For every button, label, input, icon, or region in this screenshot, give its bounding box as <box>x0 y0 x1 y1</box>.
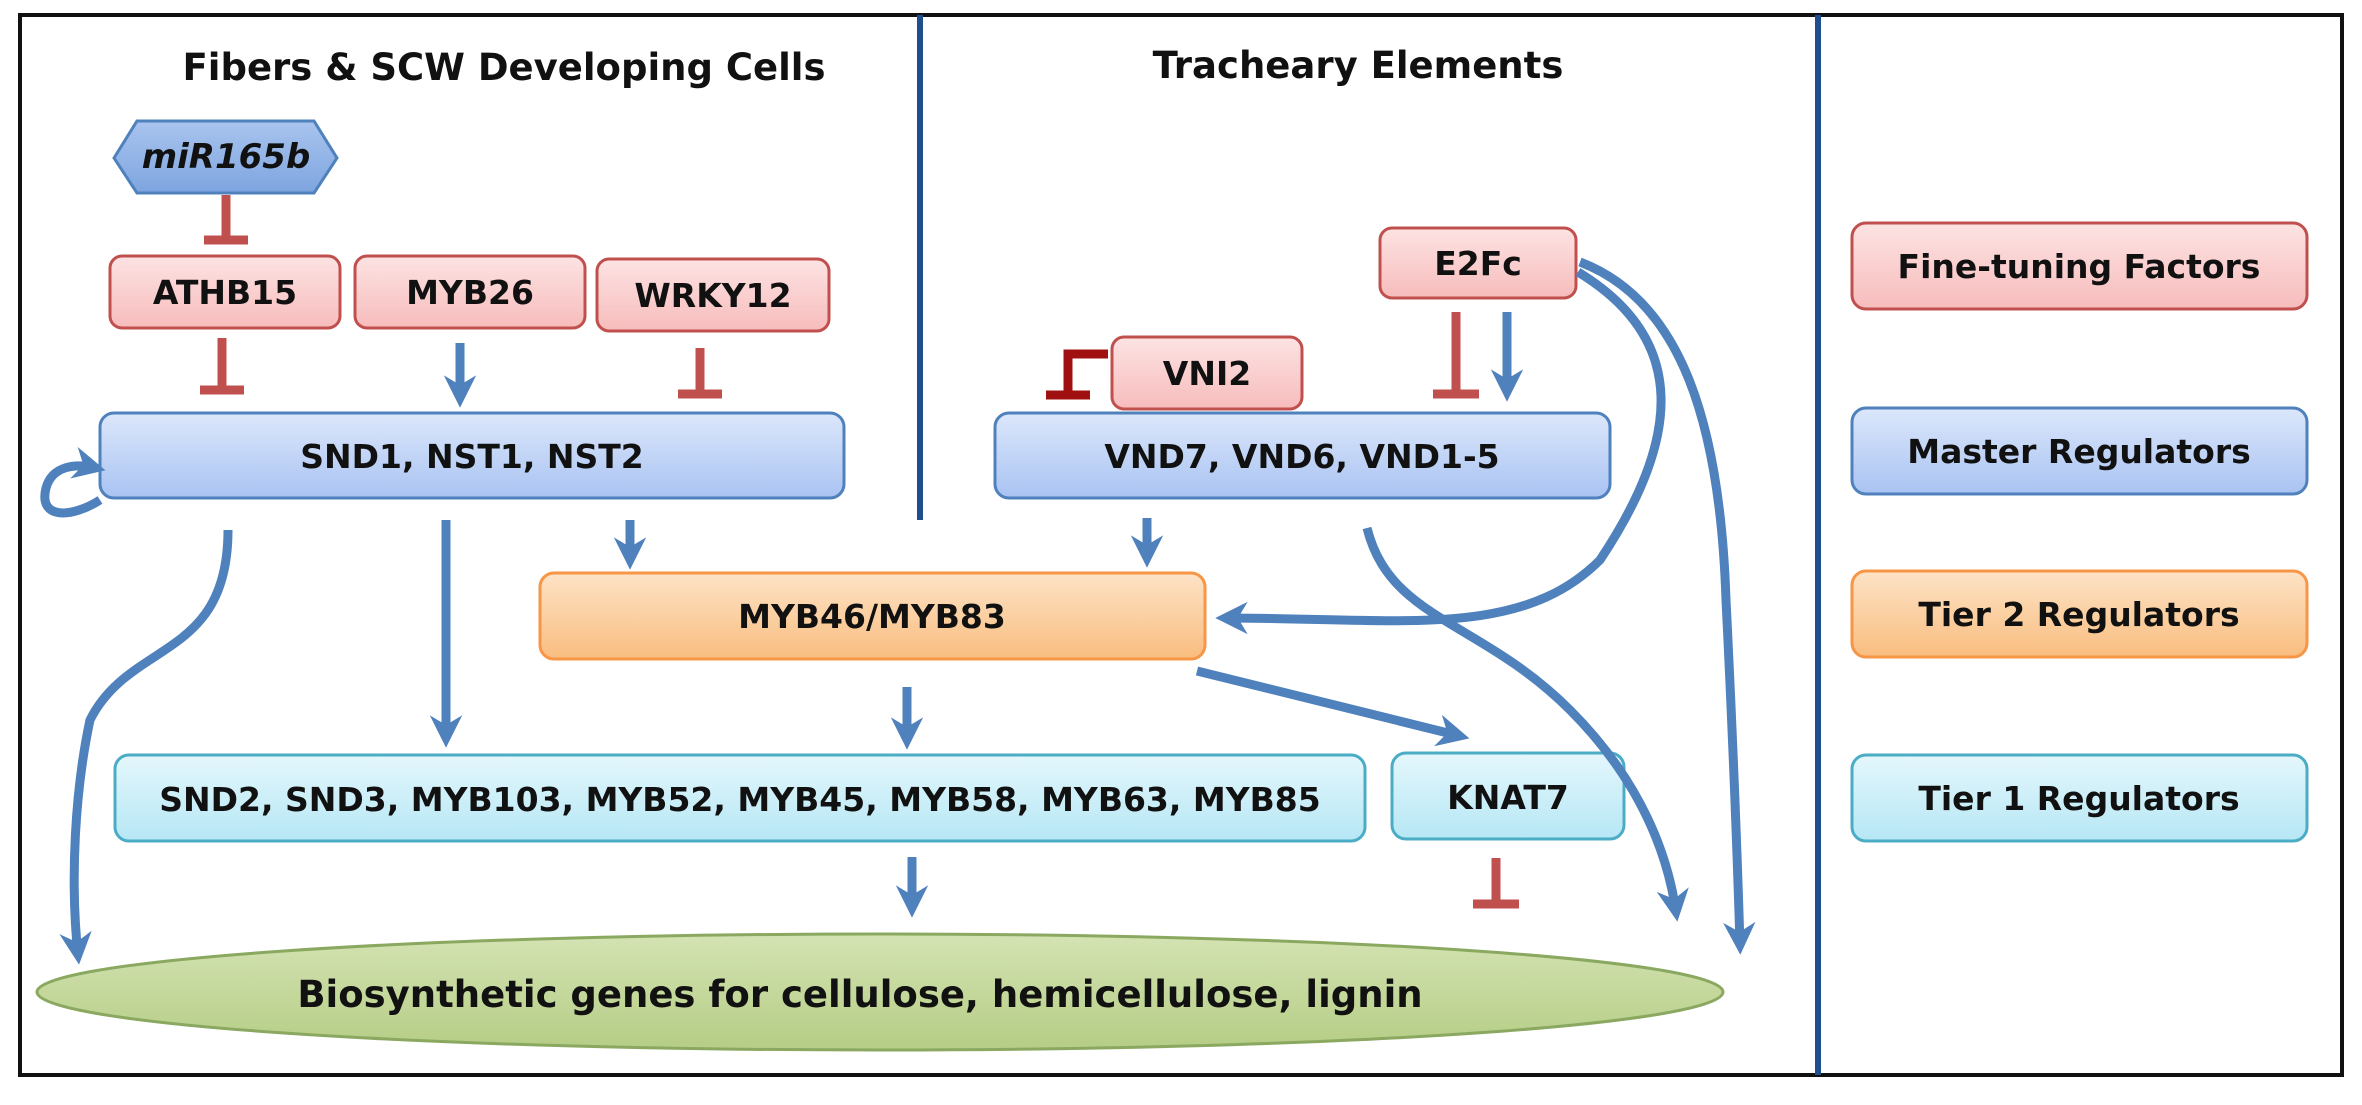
wrky12-label: WRKY12 <box>634 276 791 315</box>
legend-fine-tuning-box <box>1850 221 2309 311</box>
mir165b-shape <box>112 119 339 195</box>
vnd-activates-biosynthetic <box>1362 526 1689 922</box>
tier1-group-box <box>113 753 1367 843</box>
e2fc-activates-biosynthetic <box>1578 257 1756 955</box>
fibers-panel-title: Fibers & SCW Developing Cells <box>183 46 826 89</box>
legend-tier1-label: Tier 1 Regulators <box>1918 779 2239 818</box>
wrky12-inhibits-snd1 <box>678 348 722 399</box>
legend-tier2-box <box>1850 569 2309 659</box>
myb46-activates-knat7 <box>1195 666 1470 747</box>
knat7-inhibits-biosynthetic <box>1473 858 1519 909</box>
myb26-label: MYB26 <box>406 273 534 312</box>
mir165b-inhibits-athb15 <box>204 195 248 245</box>
outer-frame <box>18 13 2344 1077</box>
legend-tier1-box <box>1850 753 2309 843</box>
vnd-group-box <box>993 411 1612 500</box>
inhibition-edges <box>200 195 1519 909</box>
myb46-83-box <box>538 571 1207 661</box>
vni2-label: VNI2 <box>1163 354 1251 393</box>
tier1-group-label: SND2, SND3, MYB103, MYB52, MYB45, MYB58,… <box>159 780 1320 819</box>
e2fc-inhibits-vnd <box>1433 312 1479 399</box>
tracheary-panel-title: Tracheary Elements <box>1153 44 1564 87</box>
snd1-self-activation <box>40 446 106 518</box>
vnd-group-label: VND7, VND6, VND1-5 <box>1104 437 1499 476</box>
vni2-box <box>1110 335 1304 411</box>
snd1-group-label: SND1, NST1, NST2 <box>300 437 644 476</box>
vni2-inhibits-vnd <box>1046 349 1108 400</box>
e2fc-activates-myb46 <box>1215 268 1666 635</box>
legend-master-label: Master Regulators <box>1907 432 2251 471</box>
activation-edges <box>40 257 1756 965</box>
snd1-activates-biosynthetic <box>59 529 233 965</box>
legend-fine-tuning-label: Fine-tuning Factors <box>1898 247 2261 286</box>
athb15-inhibits-snd1 <box>200 338 244 395</box>
biosynthetic-ellipse <box>35 932 1725 1052</box>
myb46-83-label: MYB46/MYB83 <box>738 597 1006 636</box>
wrky12-box <box>595 257 831 333</box>
legend-tier2-label: Tier 2 Regulators <box>1918 595 2239 634</box>
athb15-label: ATHB15 <box>153 273 297 312</box>
e2fc-label: E2Fc <box>1434 244 1522 283</box>
knat7-label: KNAT7 <box>1447 778 1569 817</box>
myb26-box <box>353 254 587 330</box>
e2fc-box <box>1378 226 1578 300</box>
athb15-box <box>108 254 342 330</box>
legend-master-box <box>1850 406 2309 496</box>
biosynthetic-label: Biosynthetic genes for cellulose, hemice… <box>297 973 1422 1016</box>
mir165b-label: miR165b <box>142 137 311 177</box>
knat7-box <box>1390 751 1626 841</box>
